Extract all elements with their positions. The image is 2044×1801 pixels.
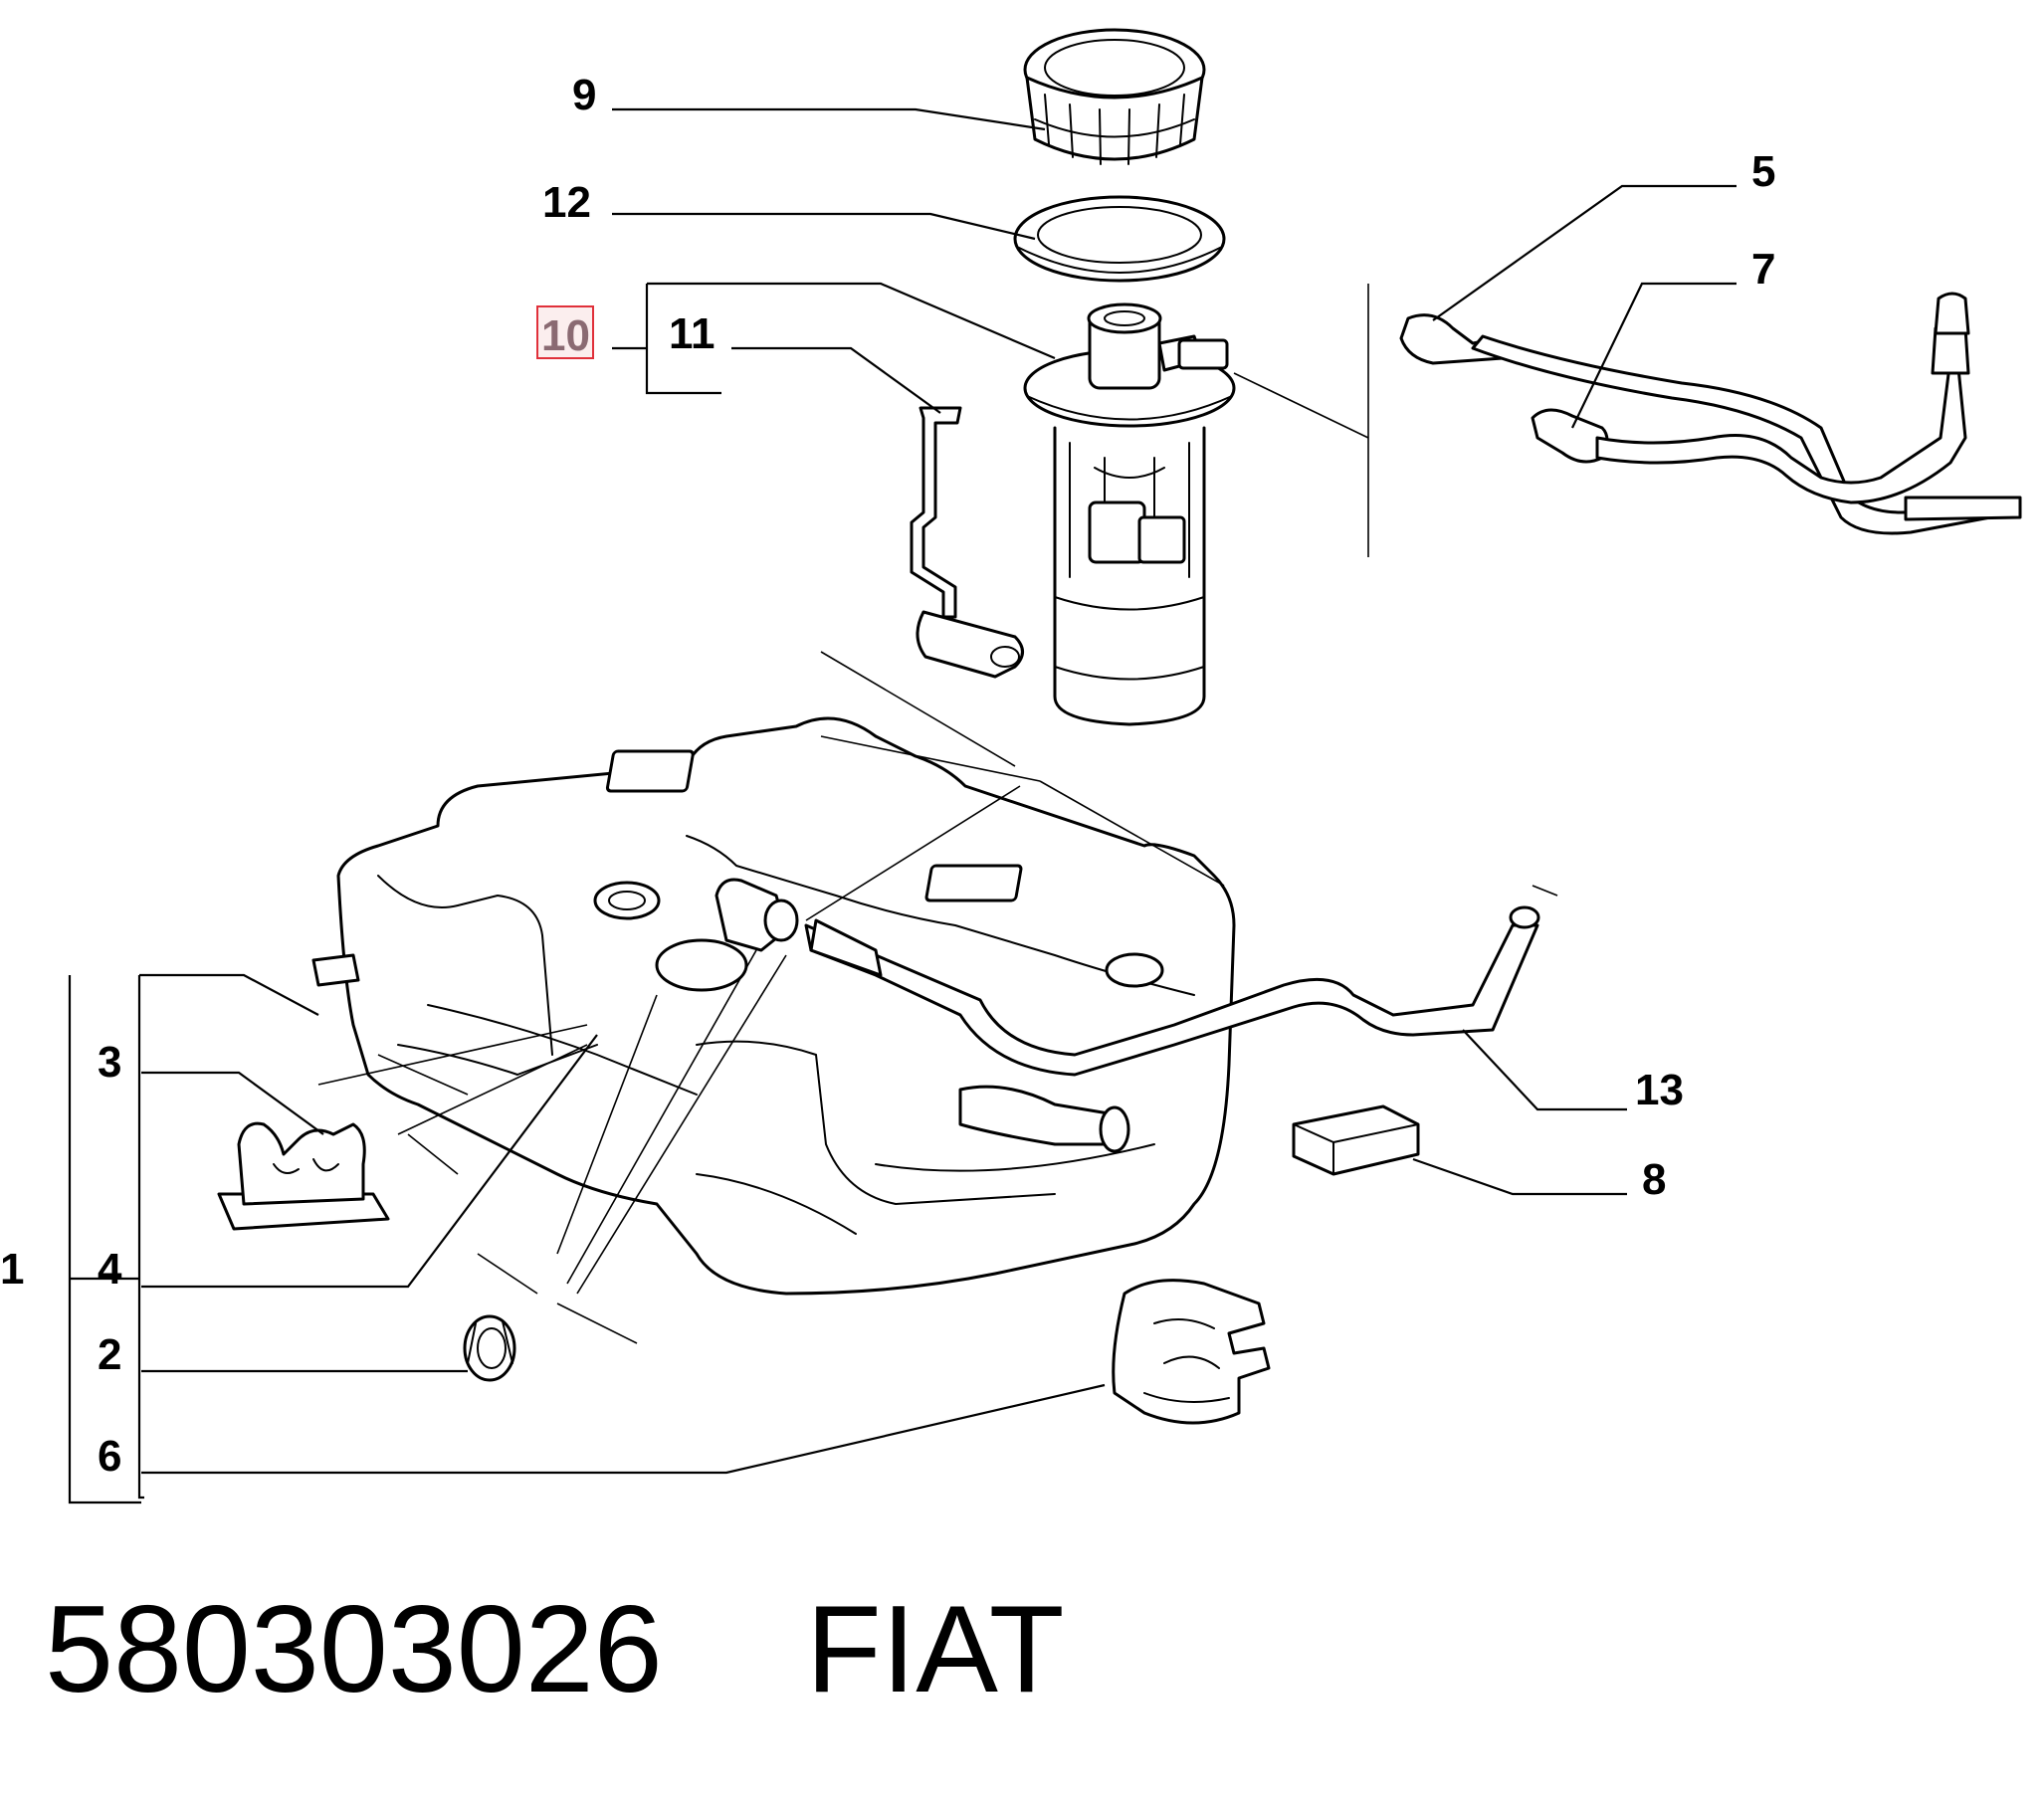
callout-11: 11: [669, 309, 715, 358]
callout-10-highlight-box: [536, 305, 594, 359]
callout-4: 4: [98, 1245, 122, 1294]
callout-9: 9: [572, 71, 596, 119]
part-7-fuel-line[interactable]: [1531, 292, 1970, 504]
leader-lines: [68, 107, 1737, 1504]
callout-5: 5: [1751, 147, 1775, 196]
part-8-pad[interactable]: [1292, 1104, 1420, 1176]
brand-name: FIAT: [806, 1581, 1064, 1718]
part-2-hose-clamp[interactable]: [463, 1314, 516, 1382]
part-9-ring-nut[interactable]: [1023, 28, 1206, 165]
part-12-gasket[interactable]: [1013, 195, 1226, 283]
callout-1: 1: [0, 1245, 24, 1294]
part-5-fuel-line[interactable]: [1399, 313, 2022, 535]
part-3-clip[interactable]: [217, 1121, 390, 1231]
part-10-fuel-pump-module[interactable]: [1023, 302, 1236, 726]
assembly-axis-lines: [317, 284, 1558, 1344]
callout-10: 10: [541, 311, 590, 360]
part-1-fuel-tank[interactable]: [311, 716, 1236, 1296]
part-11-level-sender[interactable]: [910, 406, 1024, 679]
callout-7: 7: [1751, 245, 1775, 294]
part-13-breather-pipe[interactable]: [804, 905, 1540, 1077]
part-4-strap: [397, 1044, 598, 1076]
callout-6: 6: [98, 1432, 121, 1481]
footer: 580303026 FIAT: [45, 1581, 1064, 1718]
callout-12: 12: [542, 178, 591, 227]
callout-3: 3: [98, 1038, 121, 1087]
callout-13: 13: [1635, 1066, 1684, 1114]
part-6-bracket[interactable]: [1112, 1279, 1271, 1425]
callout-8: 8: [1642, 1155, 1666, 1204]
callout-2: 2: [98, 1330, 121, 1379]
part-number: 580303026: [45, 1581, 663, 1718]
callout-labels: 9 12 10 11 5 7 3 1 4 2 6 13 8: [0, 71, 1775, 1481]
